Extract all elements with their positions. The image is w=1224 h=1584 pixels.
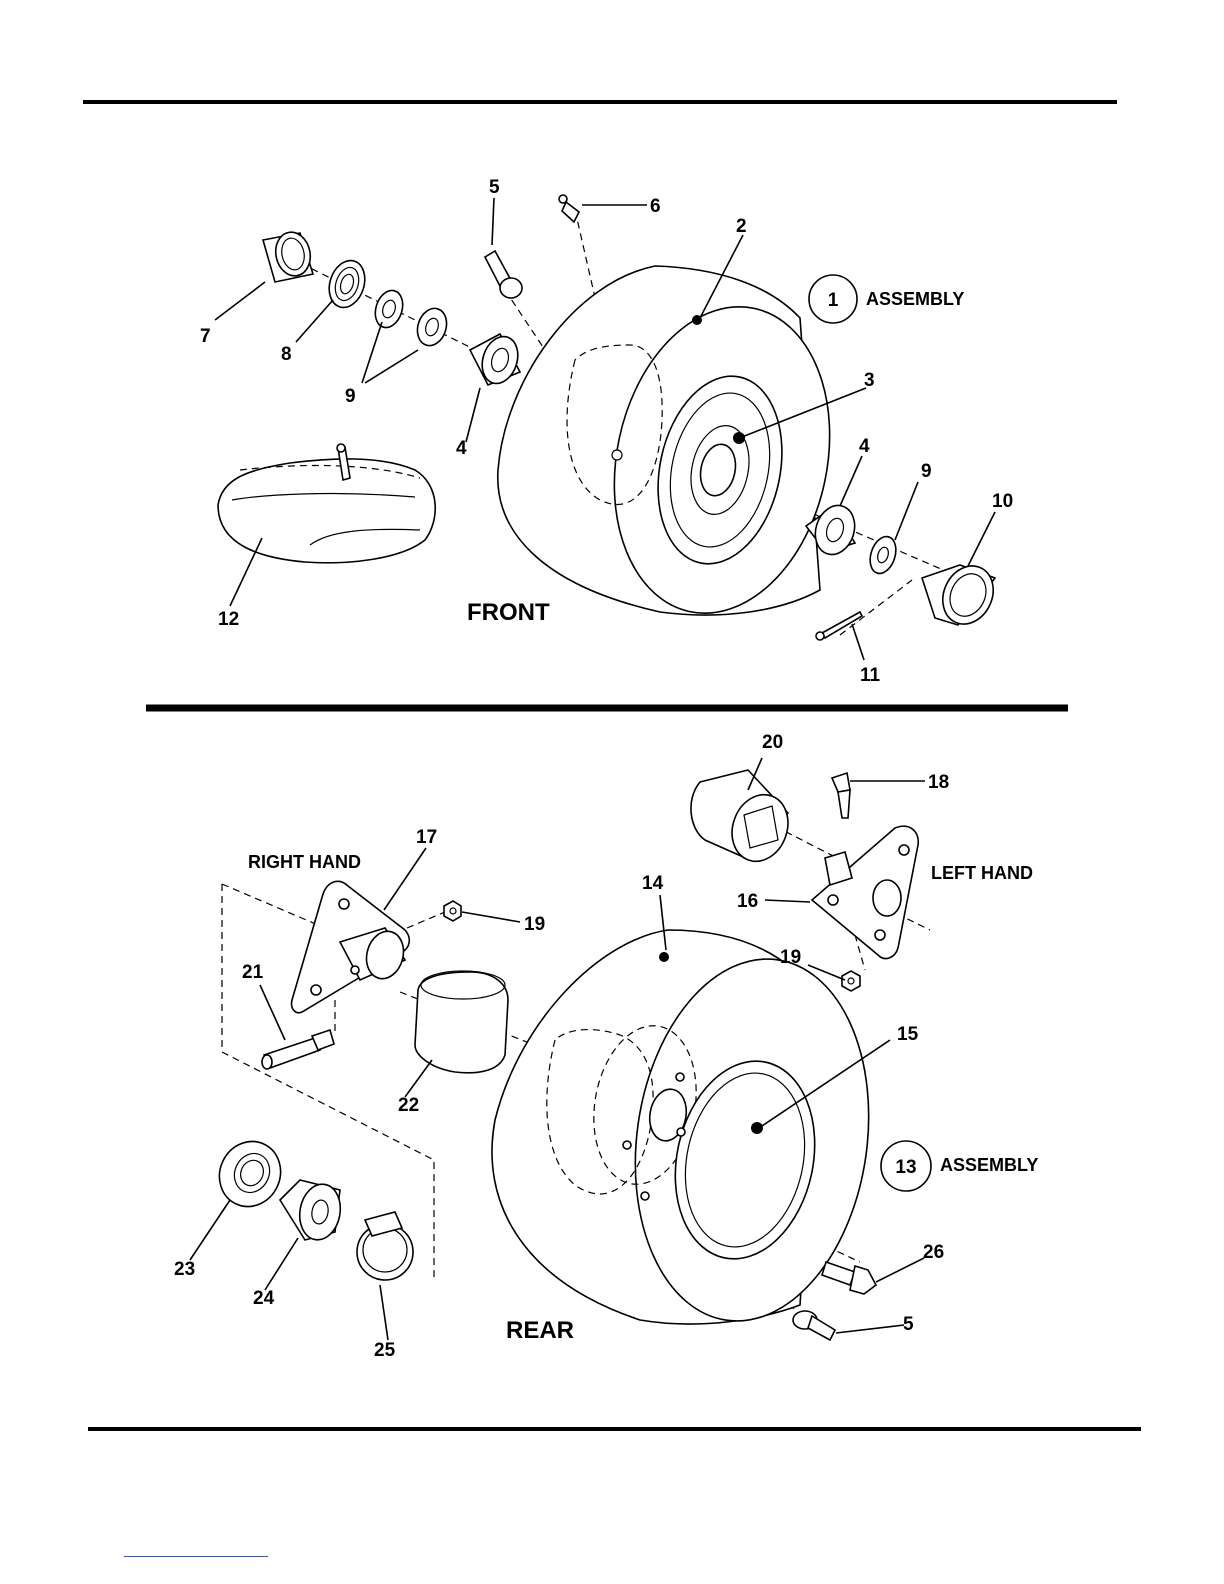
front-section-label: FRONT [467, 599, 550, 626]
callout-rear: 5 [903, 1314, 914, 1335]
callout-rear: 19 [780, 947, 801, 968]
callout-front: 2 [736, 216, 747, 237]
callout-front: 12 [218, 609, 239, 630]
front-bushing-10 [922, 558, 1002, 633]
front-wheel-exploded-view: 2 3 4 4 5 6 7 8 9 9 10 11 12 1 ASSEMBLY … [200, 177, 1013, 686]
rear-bolt-26 [822, 1262, 876, 1294]
assembly-1-label: ASSEMBLY [866, 289, 964, 309]
right-hand-label: RIGHT HAND [248, 852, 361, 872]
front-grease-fitting-6 [559, 195, 579, 222]
callout-front: 9 [345, 386, 356, 407]
rear-valve-stem-5 [793, 1311, 835, 1340]
rear-spacer-20 [691, 770, 797, 869]
rear-section-label: REAR [506, 1317, 574, 1344]
right-hand-bracket-17 [292, 881, 410, 1012]
callout-rear: 24 [253, 1288, 275, 1309]
front-washer-9a [371, 287, 407, 331]
front-bearing-4a [470, 332, 524, 388]
assembly-1-number: 1 [828, 290, 839, 311]
callout-front: 5 [489, 177, 500, 198]
callout-front: 6 [650, 196, 661, 217]
rear-nut-19b [842, 971, 860, 991]
callout-front: 4 [859, 436, 870, 457]
callout-rear: 14 [642, 873, 664, 894]
callout-front: 3 [864, 370, 875, 391]
callout-front: 4 [456, 438, 467, 459]
callout-rear: 26 [923, 1242, 944, 1263]
rear-seal-23 [209, 1131, 291, 1216]
rear-bolt-21 [262, 1030, 334, 1069]
callout-rear: 23 [174, 1259, 195, 1280]
callout-rear: 15 [897, 1024, 919, 1045]
callout-front: 7 [200, 326, 211, 347]
callout-front: 8 [281, 344, 292, 365]
front-washer-9b [413, 305, 451, 350]
rear-bolt-18 [832, 773, 850, 818]
callout-front: 10 [992, 491, 1013, 512]
callout-rear: 22 [398, 1095, 419, 1116]
callout-front: 9 [921, 461, 932, 482]
callout-rear: 25 [374, 1340, 396, 1361]
left-hand-bracket-16 [812, 826, 918, 958]
callout-rear: 16 [737, 891, 758, 912]
callout-front: 11 [860, 665, 881, 686]
front-valve-stem-5 [485, 251, 522, 298]
callout-rear: 19 [524, 914, 545, 935]
callout-rear: 20 [762, 732, 783, 753]
rear-bushing-22 [415, 971, 508, 1073]
left-hand-label: LEFT HAND [931, 863, 1033, 883]
rear-wheel-exploded-view: 14 15 16 17 18 19 19 20 21 22 23 24 25 2… [174, 732, 1038, 1361]
callout-rear: 18 [928, 772, 949, 793]
rear-spacer-24 [280, 1180, 345, 1243]
front-bushing-7 [263, 229, 314, 282]
rear-nut-19a [444, 901, 461, 921]
rear-clamp-25 [357, 1212, 413, 1280]
assembly-13-label: ASSEMBLY [940, 1155, 1038, 1175]
callout-rear: 21 [242, 962, 264, 983]
assembly-13-number: 13 [895, 1157, 916, 1178]
callout-rear: 17 [416, 827, 437, 848]
front-inner-tube-12 [218, 444, 435, 563]
footer-link-underline[interactable] [124, 1556, 268, 1557]
